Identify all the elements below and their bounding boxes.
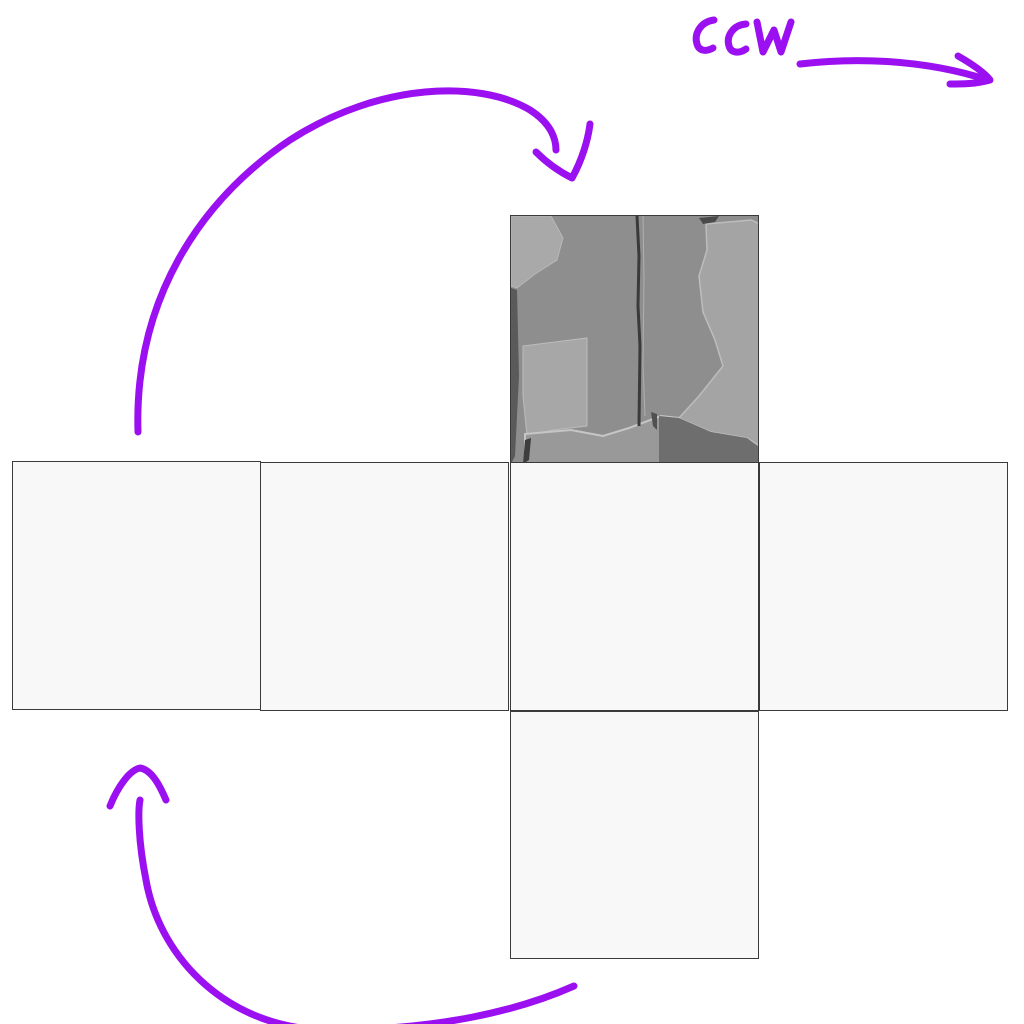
cube-face-bottom [510, 711, 759, 959]
ccw-direction-arrow [796, 52, 994, 88]
cube-face-top-textured [510, 215, 759, 463]
ccw-handwritten-label [692, 16, 795, 56]
rock-texture [511, 216, 758, 462]
cube-face-left [12, 461, 261, 710]
cube-face-back [260, 462, 509, 711]
curved-arrow-bottom-loop [106, 764, 578, 1024]
cube-face-front [510, 462, 759, 711]
cube-face-right [759, 462, 1008, 711]
